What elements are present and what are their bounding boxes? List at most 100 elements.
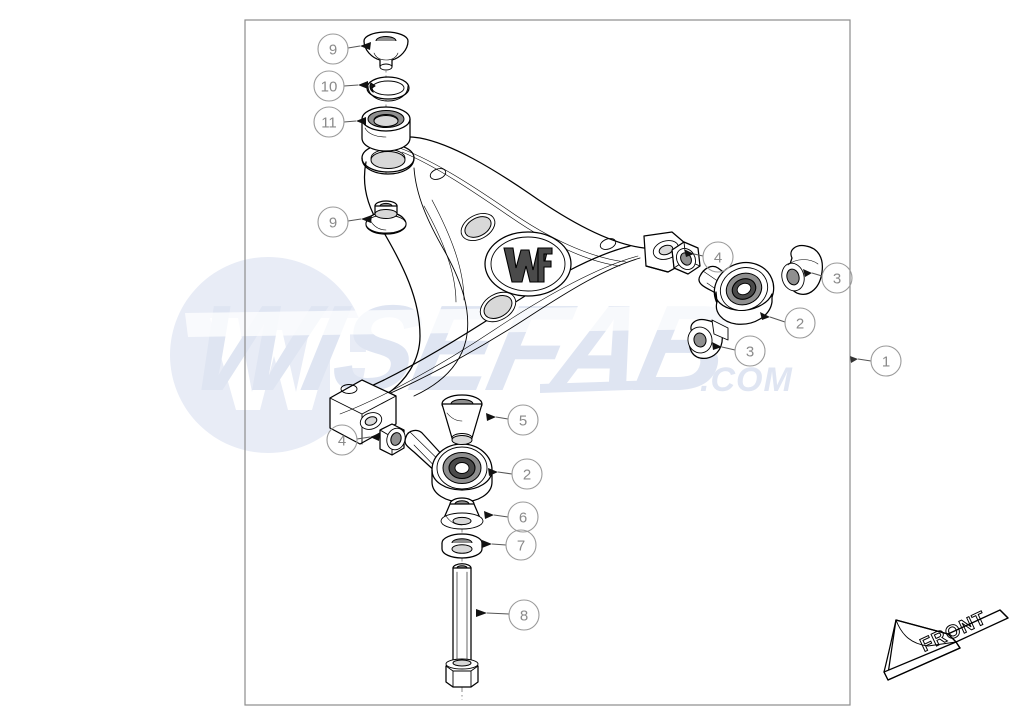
- callout-9-lower-arrowhead: [361, 215, 372, 223]
- callout-2-lower-circle[interactable]: [511, 458, 543, 490]
- callout-1-circle[interactable]: [870, 345, 902, 377]
- callout-9-lower-label: 9: [329, 215, 337, 232]
- callout-5-leader: [495, 416, 509, 420]
- callout-9-upper-circle[interactable]: [317, 33, 349, 65]
- callout-6-circle[interactable]: [507, 501, 539, 533]
- callout-9-lower-leader: [347, 218, 362, 222]
- callout-2-lower-label: 2: [523, 467, 531, 484]
- upper-bushing-stack: [361, 31, 411, 152]
- callout-8[interactable]: 8: [476, 599, 540, 631]
- lower-rod-end-assembly: [379, 394, 493, 688]
- part-5-tapered-spacer: [441, 394, 483, 445]
- upper-rod-end-assembly: [671, 241, 824, 360]
- callout-7-label: 7: [517, 538, 525, 555]
- callout-3-inner[interactable]: 3: [712, 335, 766, 367]
- callout-10-circle[interactable]: [313, 70, 345, 102]
- callout-2-upper-leader: [769, 316, 786, 323]
- callout-7[interactable]: 7: [482, 529, 537, 561]
- callout-2-upper-circle[interactable]: [784, 307, 816, 339]
- callout-11-leader: [343, 120, 357, 123]
- callout-2-upper-arrowhead: [760, 312, 770, 320]
- callout-2-lower-leader: [497, 471, 513, 475]
- part-4-jam-nut-upper: [671, 241, 701, 275]
- callout-3-outer-label: 3: [833, 271, 841, 288]
- callout-11-arrowhead: [356, 117, 366, 125]
- drawing-frame-border: [244, 19, 851, 706]
- callout-9-lower[interactable]: 9: [317, 206, 372, 238]
- callout-4-lower[interactable]: 4: [326, 424, 380, 456]
- callout-4-upper[interactable]: 4: [684, 241, 734, 273]
- callout-9-lower-circle[interactable]: [317, 206, 349, 238]
- callout-3-outer[interactable]: 3: [803, 262, 853, 294]
- callout-5[interactable]: 5: [486, 404, 539, 436]
- callout-9-upper[interactable]: 9: [317, 33, 371, 65]
- callout-4-upper-leader: [693, 253, 704, 257]
- callout-4-upper-circle[interactable]: [702, 241, 734, 273]
- callout-7-arrowhead: [482, 540, 492, 548]
- watermark-wf-initials: [210, 318, 392, 410]
- callout-6-leader: [493, 514, 509, 518]
- part-4-jam-nut-lower: [379, 423, 406, 456]
- callout-6-arrowhead: [484, 511, 494, 519]
- callout-6[interactable]: 6: [484, 501, 539, 533]
- callout-11[interactable]: 11: [313, 106, 366, 138]
- callout-3-outer-circle[interactable]: [821, 262, 853, 294]
- callout-6-label: 6: [519, 510, 527, 527]
- callout-2-upper[interactable]: 2: [760, 307, 816, 339]
- callout-8-arrowhead: [476, 609, 487, 617]
- manufacturer-emblem: [484, 231, 572, 297]
- watermark-suffix-text: .COM: [700, 361, 793, 399]
- callout-3-outer-arrowhead: [803, 269, 812, 277]
- callout-5-arrowhead: [486, 413, 496, 421]
- callout-3-inner-arrowhead: [712, 342, 722, 350]
- control-arm-body: [329, 136, 687, 445]
- callout-1-arrowhead: [850, 356, 858, 363]
- callout-2-upper-label: 2: [796, 316, 804, 333]
- callout-5-label: 5: [519, 413, 527, 430]
- callout-3-outer-leader: [811, 272, 823, 277]
- callout-1[interactable]: 1: [850, 345, 902, 377]
- callout-3-inner-circle[interactable]: [734, 335, 766, 367]
- callout-10-label: 10: [321, 79, 338, 96]
- callout-7-circle[interactable]: [505, 529, 537, 561]
- part-3-spacer-upper-outer: [781, 244, 824, 295]
- part-9-dust-cap-lower: [365, 200, 407, 235]
- part-11-bearing: [361, 106, 411, 152]
- callout-4-lower-arrowhead: [370, 433, 380, 441]
- part-7-flat-washer: [441, 533, 483, 559]
- callout-9-upper-arrowhead: [360, 42, 371, 50]
- callout-3-inner-label: 3: [746, 344, 754, 361]
- callout-11-label: 11: [321, 115, 337, 132]
- callout-1-label: 1: [882, 354, 890, 371]
- callout-8-circle[interactable]: [508, 599, 540, 631]
- callout-8-label: 8: [520, 608, 528, 625]
- callout-4-upper-label: 4: [714, 250, 722, 267]
- callout-1-leader: [857, 358, 872, 362]
- callout-4-lower-label: 4: [338, 433, 346, 450]
- callout-9-upper-label: 9: [329, 42, 337, 59]
- part-2-rod-end-lower: [404, 429, 493, 503]
- watermark-wisefab: WISEFAB .COM: [170, 257, 868, 453]
- part-9-dust-cap-upper: [363, 31, 409, 71]
- part-6-conical-washer: [440, 497, 484, 530]
- callout-7-leader: [491, 543, 507, 546]
- callout-10-leader: [343, 84, 359, 87]
- callout-10[interactable]: 10: [313, 70, 368, 102]
- part-2-rod-end-upper: [698, 261, 775, 325]
- callout-2-lower-arrowhead: [488, 468, 498, 476]
- front-orientation-marker: FRONT: [883, 607, 1009, 681]
- callout-4-upper-arrowhead: [684, 249, 694, 257]
- part-10-circlip: [366, 76, 410, 102]
- watermark-brand-text: WISEFAB: [181, 280, 738, 416]
- callout-8-leader: [486, 612, 510, 615]
- callout-2-lower[interactable]: 2: [488, 458, 543, 490]
- watermark-underline: [540, 379, 690, 393]
- callout-5-circle[interactable]: [507, 404, 539, 436]
- callout-4-lower-circle[interactable]: [326, 424, 358, 456]
- callout-11-circle[interactable]: [313, 106, 345, 138]
- callout-3-inner-leader: [721, 346, 736, 351]
- callout-10-arrowhead: [358, 81, 368, 89]
- lightening-holes: [460, 212, 517, 323]
